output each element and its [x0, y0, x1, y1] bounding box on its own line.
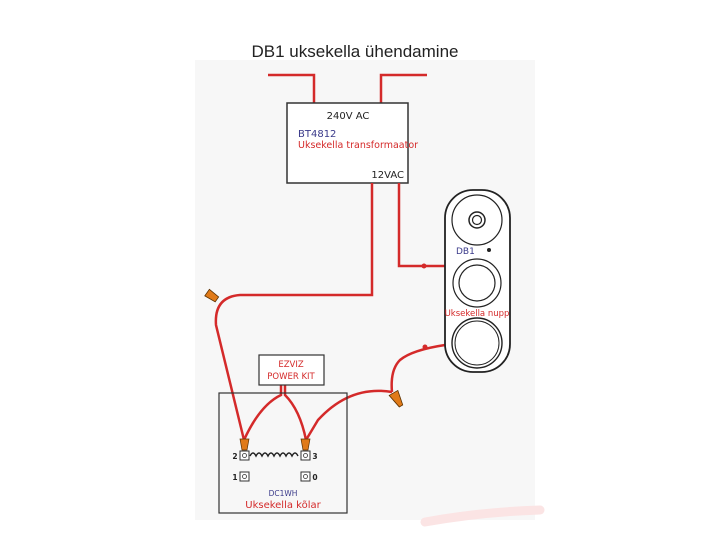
transformer-name: Uksekella transformaator [298, 140, 418, 151]
doorbell-body [444, 189, 511, 373]
wire-doorbell-to-connector [390, 343, 446, 393]
junction-dot [422, 344, 428, 350]
power-kit-box [258, 354, 325, 386]
sensor-dot-icon [487, 248, 491, 252]
power-kit: EZVIZ POWER KIT [258, 354, 325, 386]
chime-name: Uksekella kõlar [245, 500, 321, 511]
low-voltage-wires [214, 183, 446, 441]
camera-lens-inner [471, 214, 483, 226]
transformer-output-label: 12VAC [371, 170, 404, 181]
junction-dot [421, 263, 427, 269]
mains-wire-left [268, 73, 316, 103]
doorbell: DB1 Uksekella nupp [444, 189, 511, 373]
terminal-label-0: 0 [312, 473, 317, 482]
wire-transformer-to-chime [214, 183, 374, 441]
power-kit-line2: POWER KIT [267, 372, 315, 382]
terminal-connector-icon [300, 438, 311, 451]
transformer-input-label: 240V AC [327, 111, 370, 122]
transformer-box [286, 102, 409, 184]
red-smear [420, 505, 545, 527]
doorbell-button-label: Uksekella nupp [445, 309, 510, 319]
diagram-title: DB1 uksekella ühendamine [251, 42, 459, 61]
chime-box [218, 392, 348, 514]
terminal-label-3: 3 [312, 452, 317, 461]
wire-connector-icon [204, 288, 220, 303]
wire-connector-to-chime [304, 389, 393, 441]
camera-lens-icon [468, 211, 486, 229]
coil-icon [249, 452, 299, 458]
transformer: 240V AC BT4812 Uksekella transformaator … [286, 102, 418, 184]
transformer-model: BT4812 [298, 129, 336, 140]
terminal-3 [300, 450, 311, 461]
doorbell-model: DB1 [456, 247, 475, 257]
terminal-1 [239, 471, 250, 482]
doorbell-button-inner [454, 320, 500, 366]
power-kit-line1: EZVIZ [278, 360, 304, 370]
wire-transformer-to-doorbell [397, 183, 445, 268]
mains-wires [268, 73, 427, 103]
terminal-label-2: 2 [232, 452, 237, 461]
wire-connector-icon [388, 389, 404, 408]
doorbell-ring-inner [458, 264, 496, 302]
mains-wire-right [379, 73, 427, 103]
terminal-label-1: 1 [232, 473, 237, 482]
terminal-connector-icon [239, 438, 250, 451]
wire-powerkit-left [242, 385, 283, 441]
terminal-0 [300, 471, 311, 482]
terminal-2 [239, 450, 250, 461]
chime-model: DC1WH [269, 489, 298, 498]
doorbell-button-icon [451, 317, 503, 369]
wire-connectors [204, 288, 404, 408]
camera-ring [451, 194, 503, 246]
wire-powerkit-right [283, 385, 308, 441]
chime: 2 3 1 0 DC1WH Uksekella kõlar [218, 392, 348, 514]
doorbell-ring-outer [452, 258, 502, 308]
